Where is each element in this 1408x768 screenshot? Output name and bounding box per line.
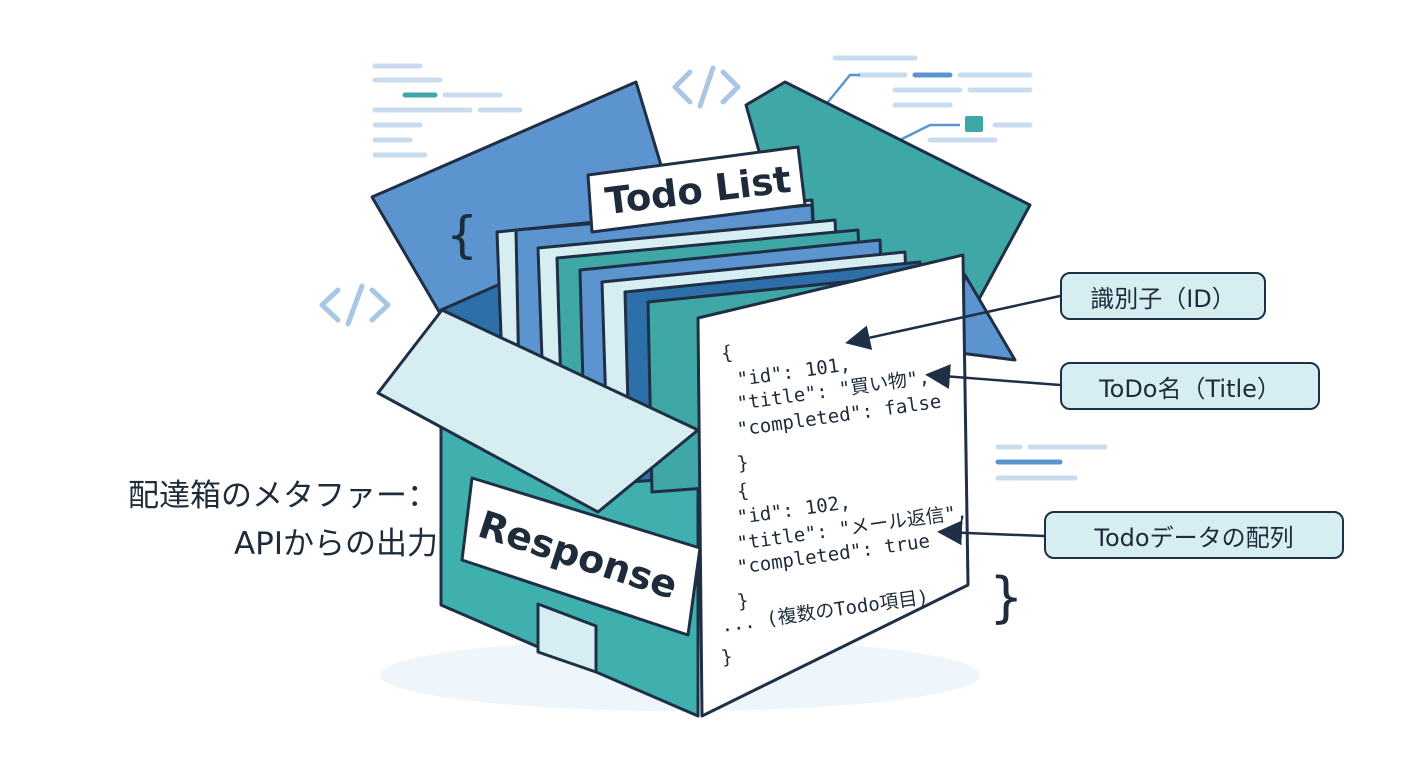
decorative-code-lines-top-left: [372, 63, 523, 158]
json-line: {: [736, 480, 750, 503]
decorative-square: [965, 116, 983, 132]
decorative-code-lines-top-right: [832, 55, 1033, 143]
front-flap: [376, 308, 700, 514]
arrow-to-title: [925, 364, 1061, 389]
folder-tab: Todo List: [586, 145, 807, 234]
json-line: }: [720, 646, 734, 669]
caption-line-2: APIからの出力: [233, 526, 438, 562]
arrow-to-array: [937, 520, 1045, 546]
json-line: {: [720, 342, 734, 365]
callout-array: Todoデータの配列: [1044, 511, 1344, 559]
code-tag-icon: [319, 65, 741, 327]
callout-arrows: [845, 294, 1061, 546]
json-line: }: [736, 452, 750, 475]
callout-id: 識別子（ID）: [1060, 272, 1266, 320]
callout-title: ToDo名（Title）: [1060, 362, 1320, 410]
right-brace-icon: }: [990, 566, 1023, 629]
left-brace-icon: {: [447, 206, 477, 264]
metaphor-caption: 配達箱のメタファー： APIからの出力: [58, 472, 438, 568]
json-line: }: [736, 590, 750, 613]
json-sheet: {"id": 101,"title": "買い物","completed": f…: [696, 253, 970, 718]
decorative-code-lines-right: [995, 444, 1108, 481]
box-handle: [536, 602, 598, 674]
arrow-to-id: [845, 294, 1061, 350]
caption-line-1: 配達箱のメタファー：: [128, 478, 438, 514]
